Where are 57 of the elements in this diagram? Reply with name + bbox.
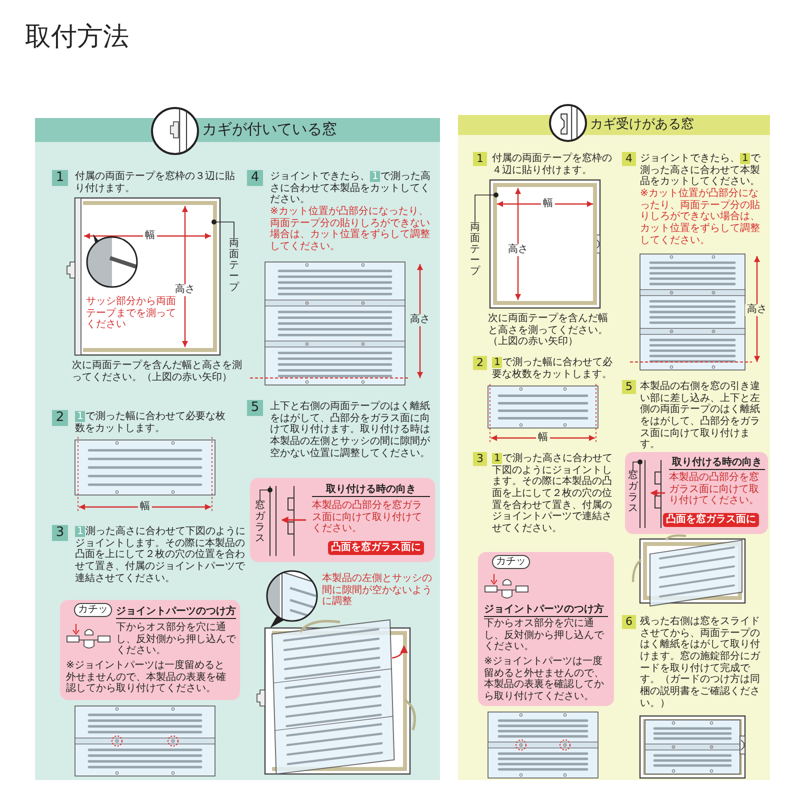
note-text: 本製品の凸部分を窓ガラス面に向けて取り付けてください。	[669, 472, 760, 508]
leader-line	[632, 460, 642, 470]
leader-line	[212, 220, 234, 238]
note-card	[60, 600, 240, 700]
step-number-badge: 2	[473, 356, 487, 370]
note-text: 次に両面テープを含んだ幅と高さを測ってください。（上図の赤い矢印）	[72, 360, 243, 384]
instruction-text: 上下と右側の両面テープのはく離紙をはがして、凸部分をガラス面に向けて取り付けます。取り付ける時は本製品の左側とサッシの間に隙間が空かない位置に調整してください。	[270, 401, 431, 460]
note-heading: ジョイントパーツのつけ方	[116, 606, 236, 619]
step-number-badge: 5	[247, 400, 263, 416]
dimension-label: 幅	[536, 432, 550, 444]
speech-bubble: カチッ	[492, 555, 530, 569]
dimension-label: 幅	[143, 230, 157, 242]
step-number-badge: 4	[247, 170, 263, 186]
callout-tag: 凸面を窓ガラス面に	[663, 513, 759, 527]
step-number-badge: 6	[622, 615, 636, 629]
note-heading: 取り付ける時の向き	[312, 484, 430, 497]
note-text: サッシ部分から両面テープまでを測ってください	[86, 296, 177, 332]
dimension-label: 幅	[541, 198, 555, 210]
note-text: 下からオス部分を穴に通し、反対側から押し込んでください。	[116, 622, 236, 658]
tape-strip	[83, 201, 217, 352]
leader-line	[260, 488, 272, 500]
instruction-text: 付属の両面テープを窓枠の４辺に貼り付けます。	[492, 153, 613, 176]
step-number-badge: 3	[52, 525, 68, 541]
step-number-badge: 5	[622, 380, 636, 394]
note-text: 本製品の凸部分を窓ガラス面に向けて取り付けてください。	[312, 500, 423, 536]
step-number-badge: 1	[52, 170, 68, 186]
dimension-label: 幅	[138, 501, 152, 513]
note-text: 本製品の左側とサッシの間に隙間が空かないように調整	[322, 573, 433, 608]
note-heading: ジョイントパーツのつけ方	[484, 604, 608, 617]
vertical-label: 両面テープ	[229, 238, 239, 293]
caution-text: ※ジョイントパーツは一度留めると外せませんので、本製品の表裏を確認してから取り付けてください。	[484, 656, 605, 703]
speech-bubble: カチッ	[74, 603, 112, 617]
step-number-badge: 1	[473, 152, 487, 166]
caution-text: ※カット位置が凸部分になったり、両面テープ分の貼りしろができない場合は、カット位置をずらして調整してください。	[270, 206, 431, 253]
vertical-label: 窓ガラス	[628, 470, 638, 514]
panel-heading: カギ受けがある窓	[590, 117, 694, 132]
note-text: 次に両面テープを含んだ幅と高さを測ってください。（上図の赤い矢印）	[488, 313, 609, 348]
note-card	[625, 452, 768, 534]
instruction-text: 1測った高さに合わせて下図のようにジョイントします。その際に本製品の凸面を上にして２枚の穴の位置を合わせて置き、付属のジョイントパーツで連結させてください。	[75, 526, 246, 584]
page-title: 取付方法	[25, 22, 129, 54]
instruction-text: 本製品の右側を窓の引き違い部に差し込み、上下と左側の両面テープのはく離紙をはがして、凸部分をガラス面に向けて取り付けます。	[640, 381, 761, 452]
panel-heading: カギが付いている窓	[202, 121, 337, 139]
caution-text: ※ジョイントパーツは一度留めると外せませんので、本製品の表裏を確認してから取り付けてください。	[66, 660, 227, 696]
callout-tag: 凸面を窓ガラス面に	[328, 541, 424, 555]
note-card	[250, 478, 435, 562]
step-number-badge: 3	[473, 452, 487, 466]
vertical-label: 両面テープ	[470, 222, 480, 277]
vertical-label: 窓ガラス	[255, 500, 265, 544]
note-text: 下からオス部分を穴に通し、反対側から押し込んでください。	[484, 618, 605, 654]
caution-text: ※カット位置が凸部分になったり、両面テープ分の貼りしろができない場合は、カット位置をずらして調整してください。	[640, 188, 761, 246]
instruction-text: 残った右側は窓をスライドさせてから、両面テープのはく離紙をはがして取り付けます。窓の施錠部分にガードを取り付けて完成です。（ガードのつけ方は同梱の説明書をご確認ください。）	[640, 616, 762, 710]
note-heading: 取り付ける時の向き	[669, 457, 765, 470]
step-number-badge: 2	[52, 410, 68, 426]
step-number-badge: 4	[622, 152, 636, 166]
note-card	[478, 552, 614, 706]
leader-line	[474, 192, 498, 222]
instruction-text: 付属の両面テープを窓枠の３辺に貼り付けます。	[75, 171, 235, 194]
